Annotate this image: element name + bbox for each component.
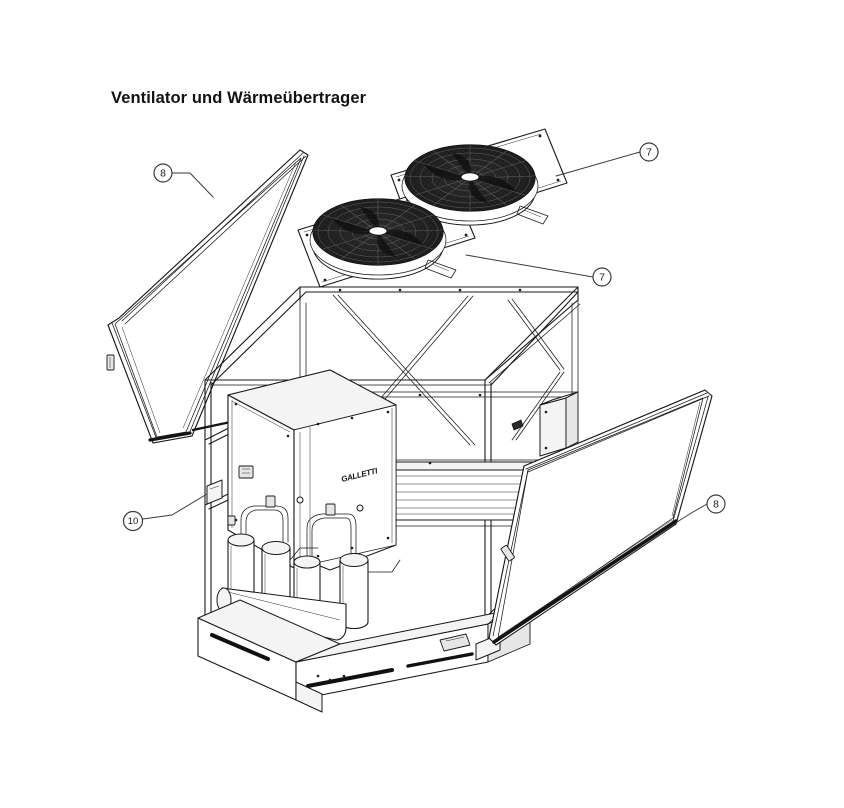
callout-label: 7 bbox=[599, 272, 605, 284]
callout-leader bbox=[142, 493, 208, 520]
fan-upper-right bbox=[401, 144, 549, 226]
callout-7-top-right[interactable]: 7 bbox=[555, 142, 659, 177]
callout-bubble[interactable] bbox=[706, 494, 726, 514]
callout-label: 8 bbox=[160, 168, 166, 180]
panel-left-door bbox=[106, 149, 309, 444]
page-title: Ventilator und Wärmeübertrager bbox=[111, 89, 367, 107]
callout-label: 8 bbox=[713, 499, 719, 511]
compressor-1 bbox=[227, 533, 255, 605]
callout-bubble[interactable] bbox=[122, 510, 144, 532]
callout-7-mid-right[interactable]: 7 bbox=[465, 254, 612, 287]
fan-lower-left bbox=[309, 198, 457, 280]
callout-10-left[interactable]: 10 bbox=[122, 493, 208, 532]
callout-leader bbox=[676, 503, 708, 523]
base-frame bbox=[197, 539, 581, 713]
compressor-4 bbox=[339, 553, 369, 630]
callout-label: 7 bbox=[646, 147, 652, 159]
control-enclosure: GALLETTI bbox=[227, 369, 397, 571]
callout-leader bbox=[465, 254, 594, 278]
callout-bubble[interactable] bbox=[153, 163, 173, 183]
compressor-bank bbox=[216, 495, 401, 641]
callout-bubble[interactable] bbox=[592, 267, 612, 287]
callout-leader bbox=[171, 172, 214, 198]
electrical-control-box bbox=[206, 391, 579, 505]
callout-label: 10 bbox=[128, 516, 139, 527]
callout-8-top-left[interactable]: 8 bbox=[153, 163, 214, 198]
callout-bubble[interactable] bbox=[639, 142, 659, 162]
callout-8-bottom-right[interactable]: 8 bbox=[676, 494, 726, 523]
panel-right-door bbox=[488, 389, 713, 646]
callout-leader bbox=[555, 151, 641, 177]
